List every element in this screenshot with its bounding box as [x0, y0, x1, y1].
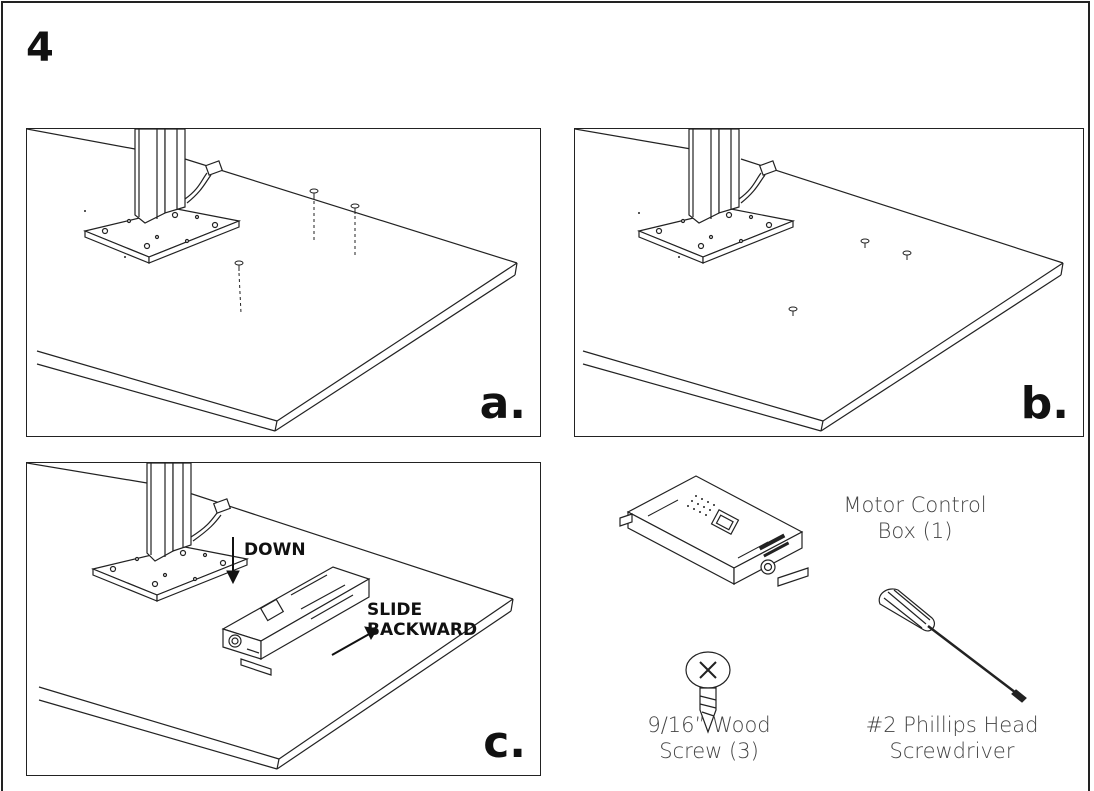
wood-screw-icon — [685, 651, 731, 734]
mounting-plate-illustration — [83, 208, 242, 264]
motor-control-box-label: Motor Control Box (1) — [830, 492, 1000, 545]
down-arrow-icon — [226, 537, 240, 585]
step-number: 4 — [26, 25, 54, 71]
wood-screw-label: 9/16” Wood Screw (3) — [624, 712, 794, 765]
table-top-illustration — [27, 129, 518, 432]
panel-b: b. — [574, 128, 1084, 437]
panel-label-b: b. — [1020, 378, 1069, 429]
motor-control-box-label-line2: Box (1) — [877, 519, 953, 544]
screwdriver-label: #2 Phillips Head Screwdriver — [852, 712, 1052, 765]
panel-c: DOWN SLIDE BACKWARD c. — [26, 462, 541, 776]
table-top-illustration — [27, 463, 514, 770]
table-leg-illustration — [134, 129, 186, 224]
screwdriver-icon — [878, 588, 1027, 703]
table-leg-illustration — [146, 463, 192, 562]
mounting-plate-illustration — [91, 546, 250, 602]
wood-screw-label-line2: Screw (3) — [659, 739, 759, 764]
screwdriver-label-line1: #2 Phillips Head — [865, 713, 1039, 737]
callout-slide-line1: SLIDE — [367, 600, 423, 620]
wood-screw-label-line1: 9/16” Wood — [647, 713, 771, 737]
wood-screw-icon — [788, 238, 912, 316]
panel-a: a. — [26, 128, 541, 437]
motor-control-box-icon — [619, 475, 809, 587]
table-top-illustration — [575, 129, 1064, 432]
panel-label-a: a. — [479, 378, 526, 429]
panel-label-c: c. — [483, 717, 526, 768]
wood-screw-icon — [234, 188, 360, 271]
mounting-plate-illustration — [637, 208, 796, 264]
callout-down: DOWN — [244, 540, 306, 560]
motor-control-box-icon — [221, 566, 371, 676]
callout-slide-line2: BACKWARD — [367, 619, 478, 640]
callout-slide: SLIDE BACKWARD — [367, 600, 478, 640]
table-leg-illustration — [688, 129, 740, 224]
motor-control-box-label-line1: Motor Control — [843, 493, 987, 517]
screwdriver-label-line2: Screwdriver — [889, 739, 1015, 764]
slide-arrow-icon — [331, 626, 378, 656]
